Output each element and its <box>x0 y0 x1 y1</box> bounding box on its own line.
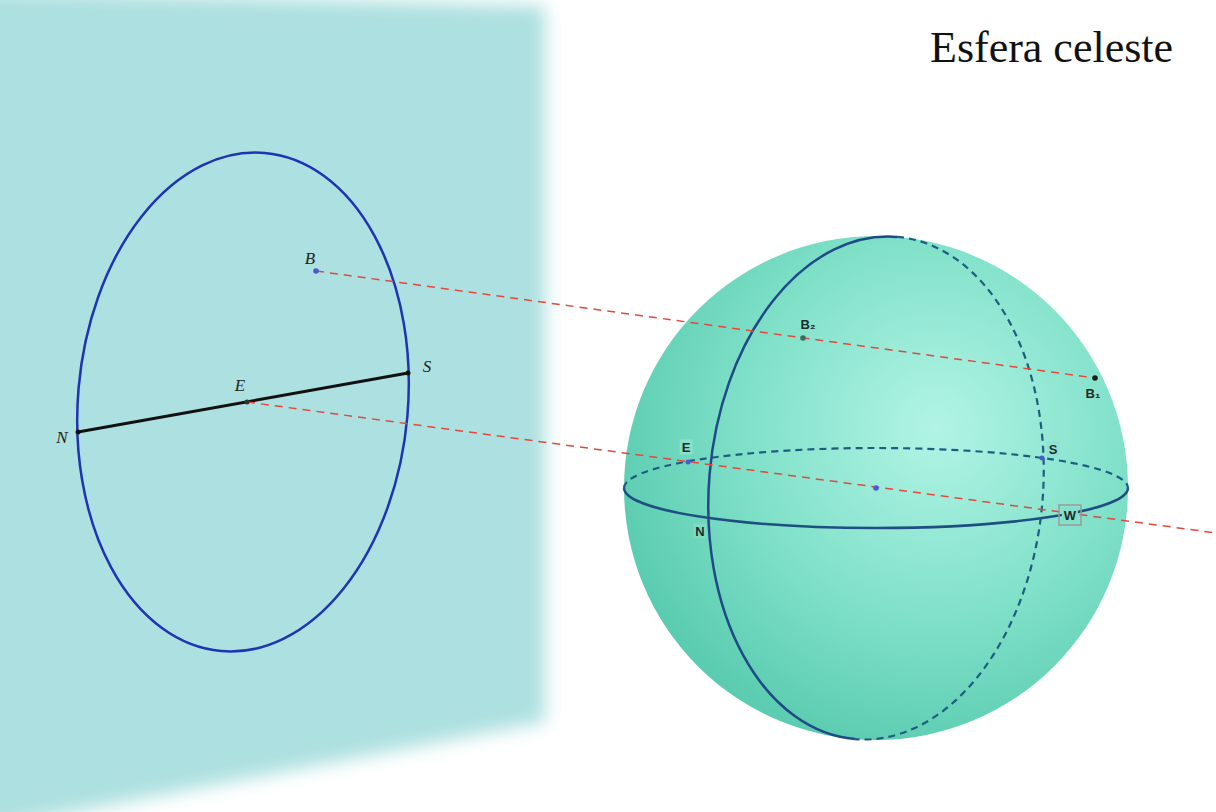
projected-circle <box>57 139 429 666</box>
point <box>313 268 319 274</box>
point <box>800 335 806 341</box>
point <box>1040 456 1045 461</box>
point <box>1092 375 1098 381</box>
point-label: S <box>1047 442 1060 457</box>
point-label: S <box>423 358 432 375</box>
meridian-front <box>688 223 897 739</box>
meridian-back <box>855 237 1064 753</box>
point-label: N <box>56 429 67 446</box>
highlight-box <box>1059 505 1081 525</box>
point-label: E <box>235 377 245 394</box>
projection-ray <box>247 402 1216 533</box>
point <box>76 430 81 435</box>
sphere <box>624 236 1128 740</box>
point-label: B <box>305 250 315 267</box>
point-label: N <box>693 524 706 539</box>
point-label: W <box>1062 508 1078 523</box>
point <box>245 400 250 405</box>
projection-plane <box>0 0 545 812</box>
point <box>406 371 411 376</box>
point <box>686 460 691 465</box>
projected-axis <box>78 373 408 432</box>
point <box>873 485 879 491</box>
point-label: B₂ <box>798 317 817 332</box>
title: Esfera celeste <box>930 22 1173 73</box>
point-label: B₁ <box>1084 386 1103 401</box>
projection-ray <box>316 271 1095 378</box>
point-label: E <box>680 440 693 455</box>
horizon-front <box>624 488 1128 528</box>
